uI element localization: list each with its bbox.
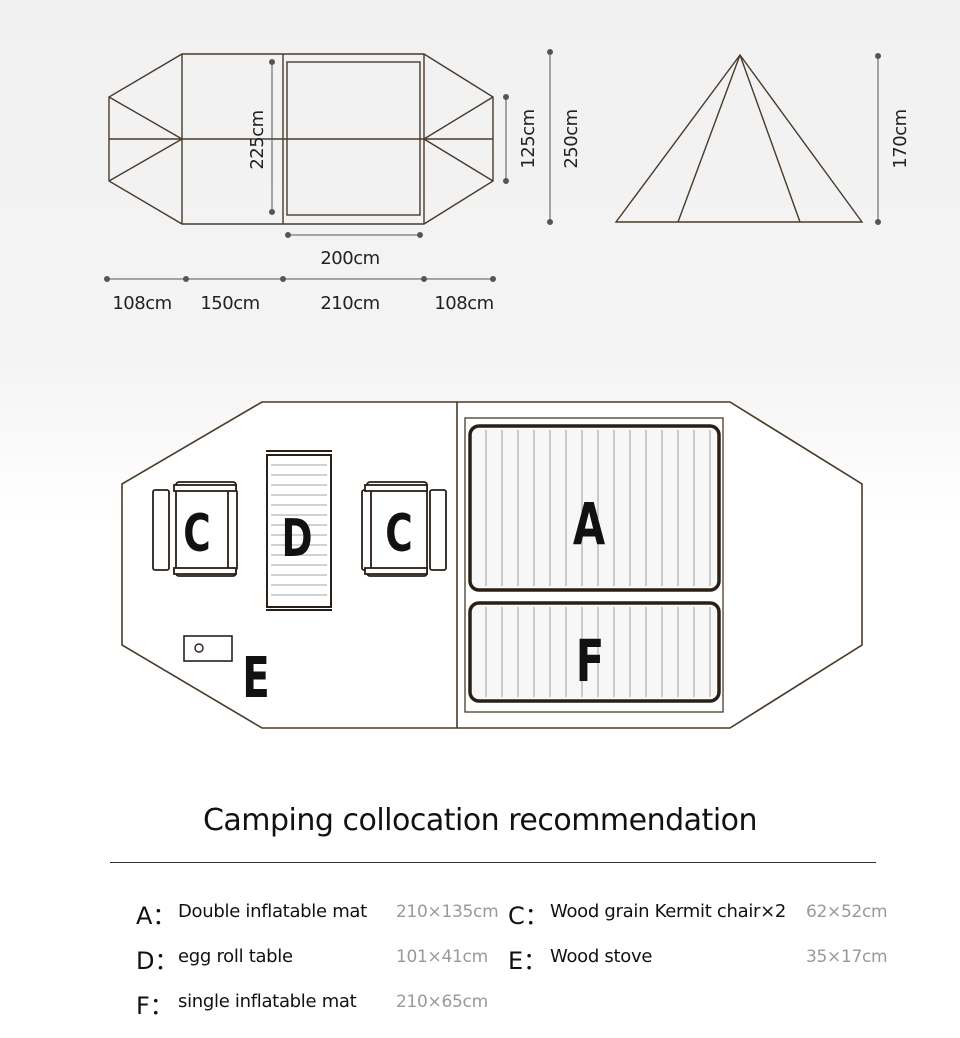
inner-tent-area	[464, 417, 724, 713]
chair-right	[361, 481, 447, 577]
dimension-dot	[280, 276, 286, 282]
legend-desc-c: Wood grain Kermit chair×2	[550, 901, 787, 922]
side-view-door-line	[677, 54, 741, 223]
label-seg4: 108cm	[434, 293, 493, 314]
dimension-dot	[269, 209, 275, 215]
label-single-mat: F	[576, 627, 605, 695]
dimension-dot	[421, 276, 427, 282]
label-seg1: 108cm	[112, 293, 171, 314]
legend-letter-c: C：	[508, 902, 549, 930]
dimension-dot	[875, 53, 881, 59]
legend-size-f: 210×65cm	[396, 992, 488, 1012]
legend-size-c: 62×52cm	[806, 902, 888, 922]
dimension-dot	[417, 232, 423, 238]
dimension-dot	[547, 219, 553, 225]
legend-desc-f: single inflatable mat	[178, 991, 357, 1012]
stove-body	[183, 635, 233, 662]
dimension-dot	[503, 178, 509, 184]
table-slats	[271, 464, 327, 596]
dimension-dot	[269, 59, 275, 65]
label-tent-height: 170cm	[890, 109, 911, 168]
label-table: D	[281, 508, 312, 569]
dimension-lines	[104, 49, 881, 282]
floor-plan-top-view	[108, 53, 494, 225]
double-mat-stripes	[485, 430, 711, 586]
chair-left-armrest	[152, 489, 170, 571]
floor-plan-line	[423, 96, 494, 140]
label-seg2: 150cm	[200, 293, 259, 314]
egg-roll-table	[266, 450, 332, 611]
legend-letter-e: E：	[508, 947, 548, 975]
label-inner-width: 200cm	[320, 248, 379, 269]
floor-plan-line	[423, 138, 494, 182]
legend-letter-d: D：	[136, 947, 179, 975]
chair-right-frame	[364, 484, 428, 492]
double-mat	[468, 424, 721, 592]
label-total-width: 250cm	[561, 109, 582, 168]
dimension-dot	[875, 219, 881, 225]
layout-floor-plan: C D C A F E	[121, 401, 863, 729]
dimension-dot	[490, 276, 496, 282]
label-double-mat: A	[573, 490, 605, 558]
label-inner-height: 225cm	[247, 110, 268, 169]
label-door-height: 125cm	[518, 109, 539, 168]
floor-plan-line	[108, 138, 183, 182]
legend-desc-a: Double inflatable mat	[178, 901, 367, 922]
single-mat-body	[468, 601, 721, 703]
dimension-dot	[547, 49, 553, 55]
inner-tent-outline	[286, 61, 421, 216]
dimension-dot	[503, 94, 509, 100]
section-divider	[110, 862, 876, 863]
side-view-outline	[614, 53, 864, 223]
floor-plan-line	[108, 96, 183, 140]
legend-desc-e: Wood stove	[550, 946, 653, 967]
legend-letter-a: A：	[136, 902, 177, 930]
dimension-dot	[285, 232, 291, 238]
label-seg3: 210cm	[320, 293, 379, 314]
dimension-dot	[183, 276, 189, 282]
stove-burner	[194, 643, 204, 653]
side-view-door-line	[739, 54, 801, 223]
legend-size-e: 35×17cm	[806, 947, 888, 967]
single-mat-stripes	[485, 607, 711, 697]
chair-right-armrest	[361, 489, 372, 571]
chair-right-frame	[364, 567, 428, 575]
side-view-tent	[614, 53, 864, 223]
dimension-dot	[104, 276, 110, 282]
chair-right-armrest	[429, 489, 447, 571]
chair-left	[152, 481, 238, 577]
legend-size-a: 210×135cm	[396, 902, 499, 922]
label-stove: E	[242, 645, 270, 710]
section-title: Camping collocation recommendation	[202, 803, 758, 838]
single-mat	[468, 601, 721, 703]
chair-left-frame	[173, 484, 237, 492]
chair-left-armrest	[227, 489, 238, 571]
legend-letter-f: F：	[136, 992, 174, 1020]
wood-stove	[183, 635, 233, 662]
label-chair-right: C	[385, 503, 412, 564]
legend-size-d: 101×41cm	[396, 947, 488, 967]
label-chair-left: C	[183, 503, 210, 564]
legend-desc-d: egg roll table	[178, 946, 293, 967]
chair-left-frame	[173, 567, 237, 575]
double-mat-body	[468, 424, 721, 592]
table-top	[266, 454, 332, 608]
